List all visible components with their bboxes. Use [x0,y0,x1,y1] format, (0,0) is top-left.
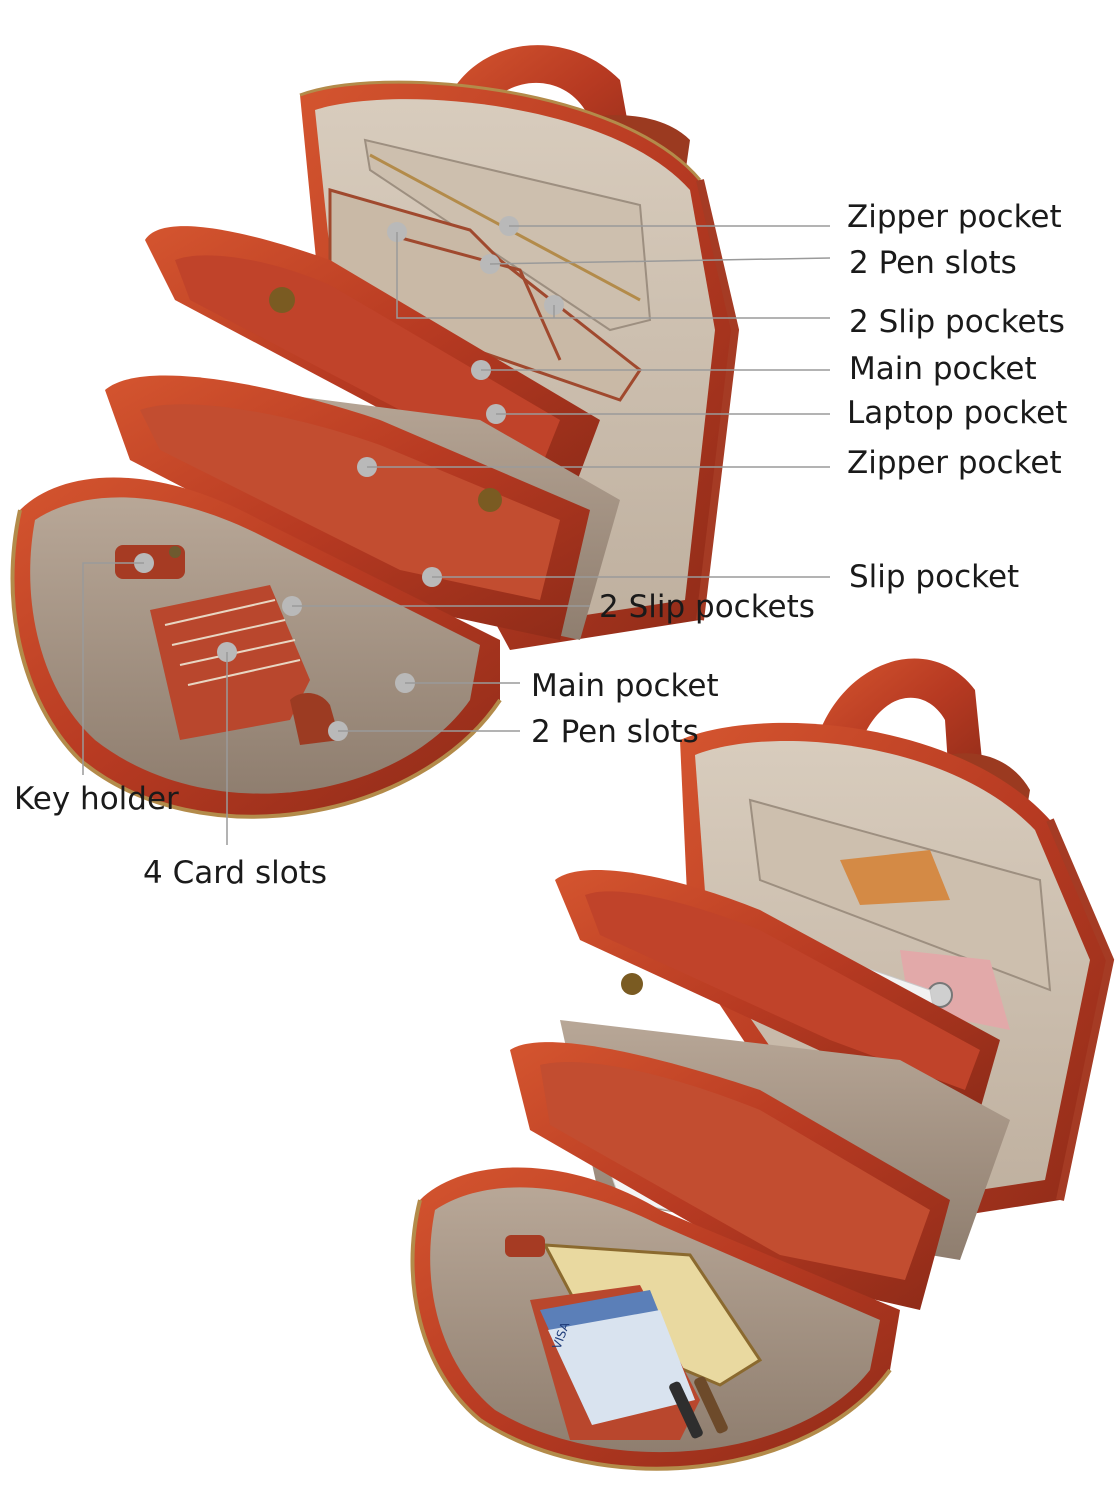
callout-key-holder: Key holder [14,781,179,817]
callout-top-main-pocket: Main pocket [849,351,1037,387]
callout-top-pen-slots: 2 Pen slots [849,245,1017,281]
callout-mid-zipper-pocket: Zipper pocket [847,445,1062,481]
callout-laptop-pocket: Laptop pocket [847,395,1068,431]
callout-front-slip-pockets: 2 Slip pockets [599,589,815,625]
callout-front-pen-slots: 2 Pen slots [531,714,699,750]
callout-slip-pocket: Slip pocket [849,559,1020,595]
packed-backpack-bottom: VISA [410,658,1115,1471]
open-backpack-top [10,45,831,845]
callout-front-main-pocket: Main pocket [531,668,719,704]
callout-card-slots: 4 Card slots [143,855,327,891]
callout-top-slip-pockets: 2 Slip pockets [849,304,1065,340]
callout-top-zipper-pocket: Zipper pocket [847,199,1062,235]
